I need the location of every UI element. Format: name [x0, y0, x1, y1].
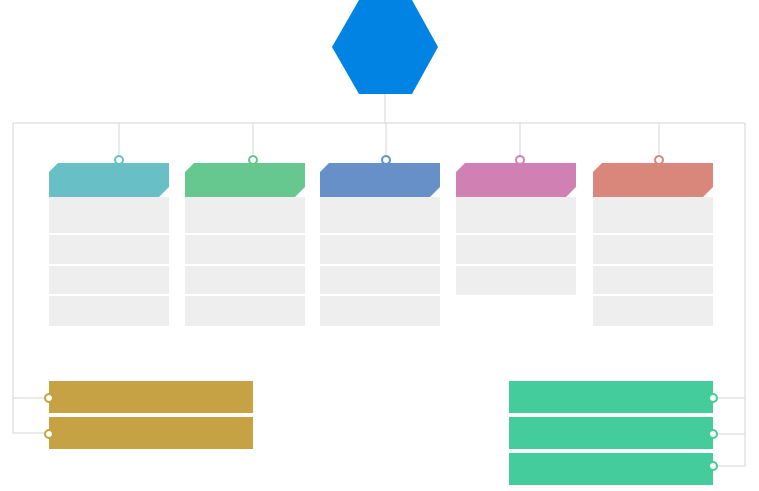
- column-4-row-1: [456, 197, 576, 233]
- column-2-row-3: [185, 266, 305, 294]
- column-3-row-2: [320, 235, 440, 264]
- column-2-row-2: [185, 235, 305, 264]
- left-group: [44, 381, 253, 449]
- right-group-item-3-dot: [708, 461, 718, 471]
- right-group-connector: [713, 123, 746, 467]
- column-2-header: [185, 163, 305, 197]
- column-3-row-3: [320, 266, 440, 294]
- column-5-connector-dot: [654, 155, 664, 165]
- left-group-item-1-dot: [44, 393, 54, 403]
- right-group-item-1-dot: [708, 393, 718, 403]
- column-1-row-4: [49, 296, 169, 326]
- column-1-connector-dot: [114, 155, 124, 165]
- column-4-connector-dot: [515, 155, 525, 165]
- column-3-row-1: [320, 197, 440, 233]
- column-1-row-2: [49, 235, 169, 264]
- left-group-item-2: [49, 417, 253, 449]
- column-2-connector-dot: [248, 155, 258, 165]
- left-group-connector: [12, 123, 48, 434]
- left-group-item-1: [49, 381, 253, 413]
- right-group-item-2: [509, 417, 713, 449]
- column-1: [49, 155, 169, 326]
- right-group: [509, 381, 718, 485]
- column-4-header: [456, 163, 576, 197]
- column-3-row-4: [320, 296, 440, 326]
- column-4: [456, 155, 576, 295]
- column-3: [320, 155, 440, 326]
- column-4-row-2: [456, 235, 576, 264]
- column-2-row-4: [185, 296, 305, 326]
- right-group-item-2-dot: [708, 429, 718, 439]
- column-3-connector-dot: [381, 155, 391, 165]
- column-5-row-1: [593, 197, 713, 233]
- column-2-row-1: [185, 197, 305, 233]
- column-5-row-4: [593, 296, 713, 326]
- column-5-row-3: [593, 266, 713, 294]
- column-4-row-3: [456, 266, 576, 295]
- column-5-header: [593, 163, 713, 197]
- column-3-header: [320, 163, 440, 197]
- column-2: [185, 155, 305, 326]
- left-group-item-2-dot: [44, 429, 54, 439]
- column-5: [593, 155, 713, 326]
- column-1-header: [49, 163, 169, 197]
- column-5-row-2: [593, 235, 713, 264]
- column-1-row-3: [49, 266, 169, 294]
- hub-hexagon: [332, 0, 438, 94]
- right-group-item-3: [509, 453, 713, 485]
- column-1-row-1: [49, 197, 169, 233]
- connector-lines: [12, 94, 746, 467]
- right-group-item-1: [509, 381, 713, 413]
